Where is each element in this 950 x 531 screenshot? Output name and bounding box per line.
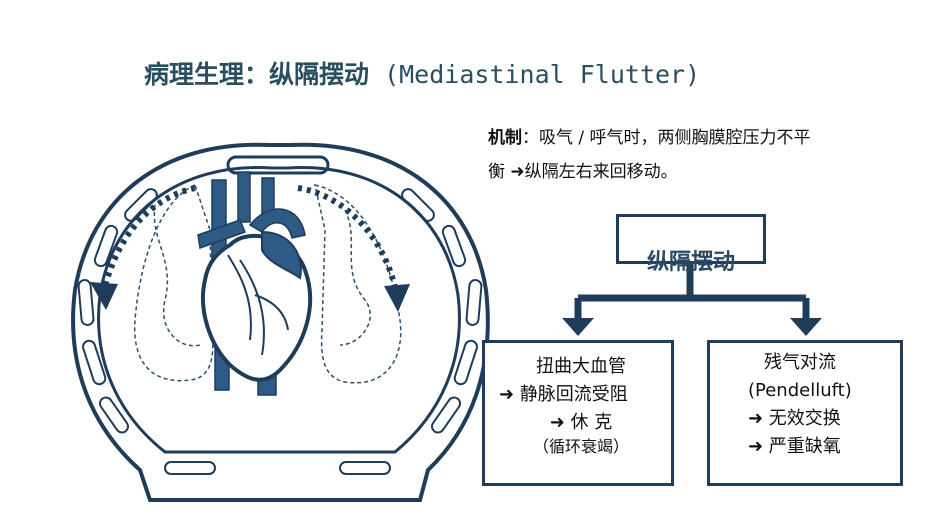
left-branch-line-3: （循环衰竭） [499,437,663,457]
right-branch-box: 残气对流 (Pendelluft) ➜ 无效交换 ➜ 严重缺氧 [707,340,903,486]
root-node-label: 纵隔摆动 [616,250,766,276]
arrow-left-head [90,282,118,310]
left-branch-line-1: ➜ 静脉回流受阻 [499,381,663,409]
left-branch-heading: 扭曲大血管 [499,353,663,381]
right-branch-sub: (Pendelluft) [748,377,890,405]
right-branch-line-1: ➜ 无效交换 ➜ 严重缺氧 [748,405,858,461]
arrow-right-head [384,284,410,312]
left-branch-box: 扭曲大血管 ➜ 静脉回流受阻 ➜ 休 克 （循环衰竭） [482,340,674,486]
right-branch-heading: 残气对流 [748,349,890,377]
flow-arrow-left [562,318,594,336]
left-branch-line-2: ➜ 休 克 [499,409,663,437]
flow-arrow-right [790,318,822,336]
